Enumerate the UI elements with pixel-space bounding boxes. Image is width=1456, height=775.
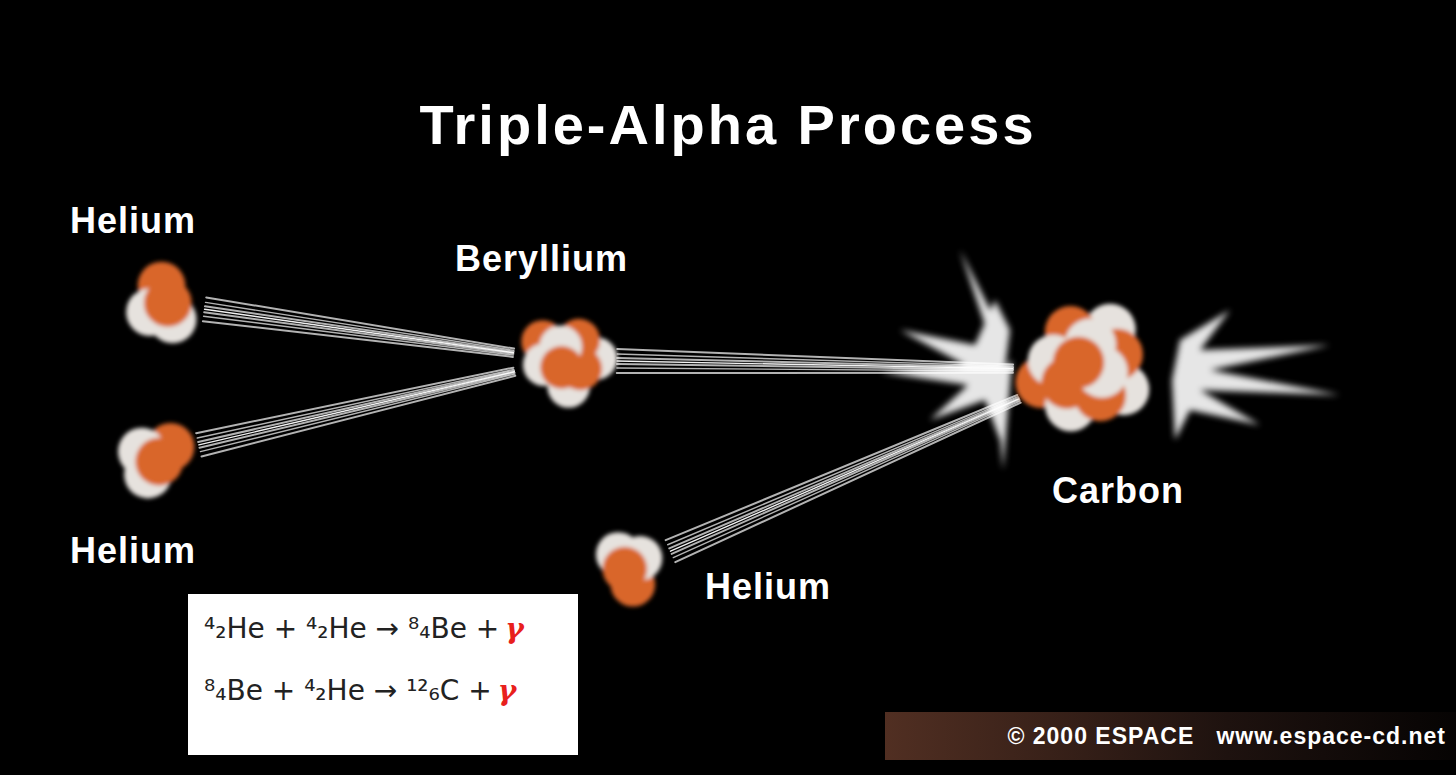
nucleus: Helium <box>110 410 200 500</box>
copyright-note: © 2000 ESPACE www.espace-cd.net <box>1007 723 1446 750</box>
motion-streak <box>196 368 515 457</box>
equation-box: ⁴₂He + ⁴₂He → ⁸₄Be +γ⁸₄Be + ⁴₂He → ¹²₆C … <box>188 594 578 755</box>
gamma-symbol: γ <box>505 612 523 645</box>
diagram-title: Triple-Alpha Process <box>0 92 1456 157</box>
nuclear-equation: ⁸₄Be + ⁴₂He → ¹²₆C + <box>204 674 492 707</box>
equation-line: ⁴₂He + ⁴₂He → ⁸₄Be +γ <box>204 612 578 674</box>
element-label: Helium <box>70 200 196 242</box>
nucleus-balls <box>115 258 205 348</box>
nucleus: Beryllium <box>513 308 617 412</box>
motion-streak <box>666 395 1021 562</box>
element-label: Carbon <box>1052 470 1184 512</box>
nucleus-balls <box>110 410 200 500</box>
gamma-symbol: γ <box>498 674 516 707</box>
nucleus-balls <box>590 526 674 610</box>
nucleus: Helium <box>590 526 674 610</box>
equation-line: ⁸₄Be + ⁴₂He → ¹²₆C +γ <box>204 674 578 736</box>
motion-streak <box>203 297 514 357</box>
copyright-bar: © 2000 ESPACE www.espace-cd.net <box>885 712 1456 760</box>
motion-streak <box>617 349 1013 373</box>
element-label: Helium <box>70 530 196 572</box>
element-label: Helium <box>705 566 831 608</box>
burst-right <box>1172 310 1340 440</box>
element-label: Beryllium <box>455 238 628 280</box>
nucleus: Carbon <box>1013 298 1157 442</box>
nuclear-equation: ⁴₂He + ⁴₂He → ⁸₄Be + <box>204 612 499 645</box>
nucleus: Helium <box>115 258 205 348</box>
nucleus-balls <box>1013 298 1157 442</box>
nucleus-balls <box>513 308 617 412</box>
